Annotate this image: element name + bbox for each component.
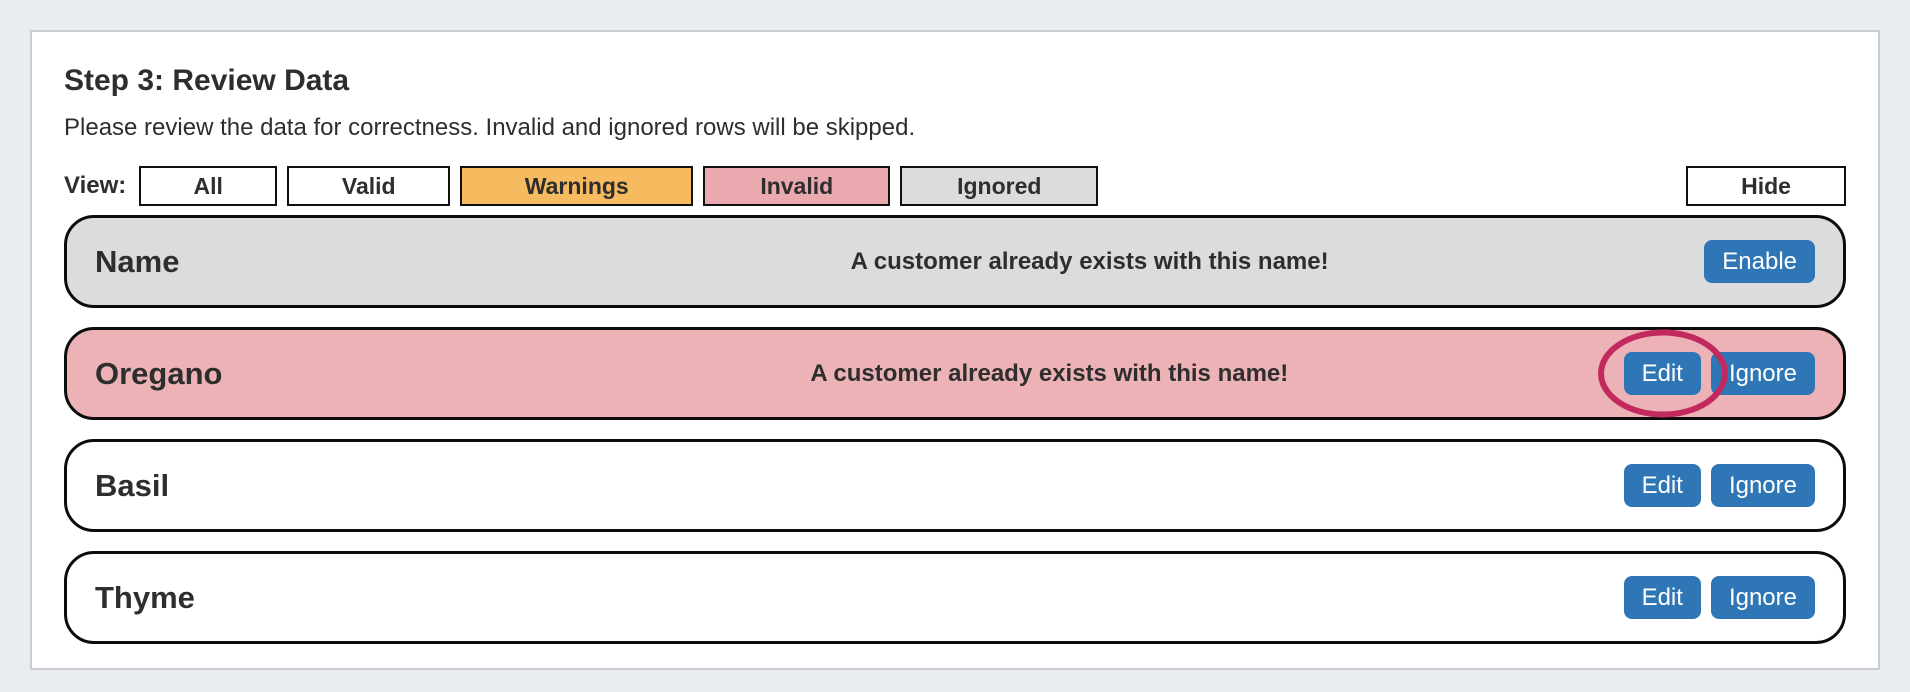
filter-ignored-button[interactable]: Ignored [900,166,1099,206]
oregano-edit-button[interactable]: Edit [1623,352,1701,395]
row-message: A customer already exists with this name… [850,247,1329,275]
row-title: Basil [95,467,170,503]
view-filter-bar: View: All Valid Warnings Invalid Ignored… [64,166,1846,206]
hide-button[interactable]: Hide [1686,166,1846,206]
row-basil-valid: Basil Edit Ignore [64,439,1846,532]
row-actions: Edit Ignore [1597,329,1815,418]
row-actions: Enable [1704,240,1815,283]
filter-valid-button[interactable]: Valid [287,166,451,206]
enable-button[interactable]: Enable [1704,240,1815,283]
filter-invalid-button[interactable]: Invalid [703,166,891,206]
page-title: Step 3: Review Data [64,64,350,97]
review-rows-list: Name A customer already exists with this… [64,215,1846,644]
row-actions: Edit Ignore [1623,464,1815,507]
basil-ignore-button[interactable]: Ignore [1710,464,1815,507]
thyme-edit-button[interactable]: Edit [1623,576,1701,619]
row-title: Thyme [95,579,195,615]
page-subtitle: Please review the data for correctness. … [64,114,916,141]
row-message: A customer already exists with this name… [810,359,1289,387]
filter-all-button[interactable]: All [139,166,278,206]
row-title: Name [95,243,180,279]
thyme-ignore-button[interactable]: Ignore [1710,576,1815,619]
filter-warnings-button[interactable]: Warnings [460,166,694,206]
view-label: View: [64,172,127,199]
row-name-ignored: Name A customer already exists with this… [64,215,1846,308]
row-actions: Edit Ignore [1623,576,1815,619]
row-thyme-valid: Thyme Edit Ignore [64,551,1846,644]
basil-edit-button[interactable]: Edit [1623,464,1701,507]
oregano-ignore-button[interactable]: Ignore [1710,352,1815,395]
row-oregano-invalid: Oregano A customer already exists with t… [64,327,1846,420]
review-data-panel: Step 3: Review Data Please review the da… [30,30,1880,670]
row-title: Oregano [95,355,223,391]
